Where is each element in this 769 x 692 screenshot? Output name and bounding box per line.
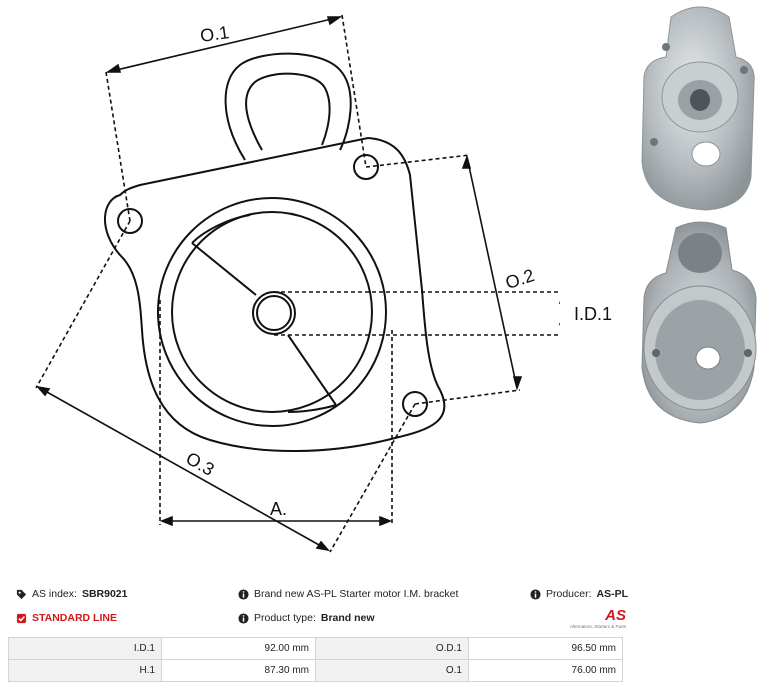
table-row: I.D.1 92.00 mm O.D.1 96.50 mm (8, 637, 623, 660)
spec-key: O.1 (315, 659, 469, 682)
spec-value: 96.50 mm (468, 637, 623, 660)
label-a: A. (270, 499, 287, 519)
as-index-value: SBR9021 (81, 588, 128, 600)
label-o2: O.2 (503, 265, 537, 293)
product-type-value: Brand new (320, 612, 375, 624)
logo-tagline: Alternators, Starters & Parts (569, 624, 626, 629)
as-index: AS index: SBR9021 (16, 588, 127, 600)
drawing-center-hole (252, 291, 296, 335)
spec-value: 87.30 mm (161, 659, 316, 682)
label-o3: O.3 (183, 448, 218, 480)
product-type: Product type: Brand new (238, 612, 375, 624)
producer-label: Producer: (546, 588, 592, 600)
producer-value: AS-PL (596, 588, 629, 600)
spec-value: 76.00 mm (468, 659, 623, 682)
info-icon (530, 588, 541, 600)
drawing-center-hole-inner (256, 295, 292, 331)
drawing-inner-bore (171, 211, 373, 413)
table-row: H.1 87.30 mm O.1 76.00 mm (8, 659, 623, 682)
product-photo-bottom (636, 218, 764, 428)
info-icon (238, 588, 249, 600)
spec-value: 92.00 mm (161, 637, 316, 660)
drawing-outer-bore (157, 197, 387, 427)
product-type-label: Product type: (254, 612, 316, 624)
tag-icon (16, 589, 27, 599)
drawing-bracket-outline (104, 136, 446, 452)
drawing-hole-top-right (353, 154, 379, 180)
as-pl-logo: AS Alternators, Starters & Parts (566, 607, 626, 631)
description-text: Brand new AS-PL Starter motor I.M. brack… (254, 588, 459, 600)
drawing-hole-left (117, 208, 143, 234)
drawing-top-loop (224, 52, 352, 161)
label-o1: O.1 (199, 22, 231, 46)
standard-line-text: STANDARD LINE (32, 612, 117, 624)
checkbox-icon (16, 613, 27, 623)
as-index-label: AS index: (32, 588, 77, 600)
technical-drawing: O.1 O.2 O.3 A. (35, 14, 560, 553)
producer: Producer: AS-PL (530, 588, 628, 600)
label-id1: I.D.1 (574, 304, 613, 324)
drawing-top-loop-inner (245, 72, 331, 151)
spec-key: H.1 (8, 659, 162, 682)
spec-key: O.D.1 (315, 637, 469, 660)
standard-line-badge: STANDARD LINE (16, 612, 117, 624)
drawing-hole-bottom-right (402, 391, 428, 417)
spec-key: I.D.1 (8, 637, 162, 660)
info-icon (238, 612, 249, 624)
product-photo-top (636, 2, 764, 214)
specs-table: I.D.1 92.00 mm O.D.1 96.50 mm H.1 87.30 … (8, 637, 623, 682)
product-description: Brand new AS-PL Starter motor I.M. brack… (238, 588, 458, 600)
logo-mark: AS (605, 607, 626, 624)
